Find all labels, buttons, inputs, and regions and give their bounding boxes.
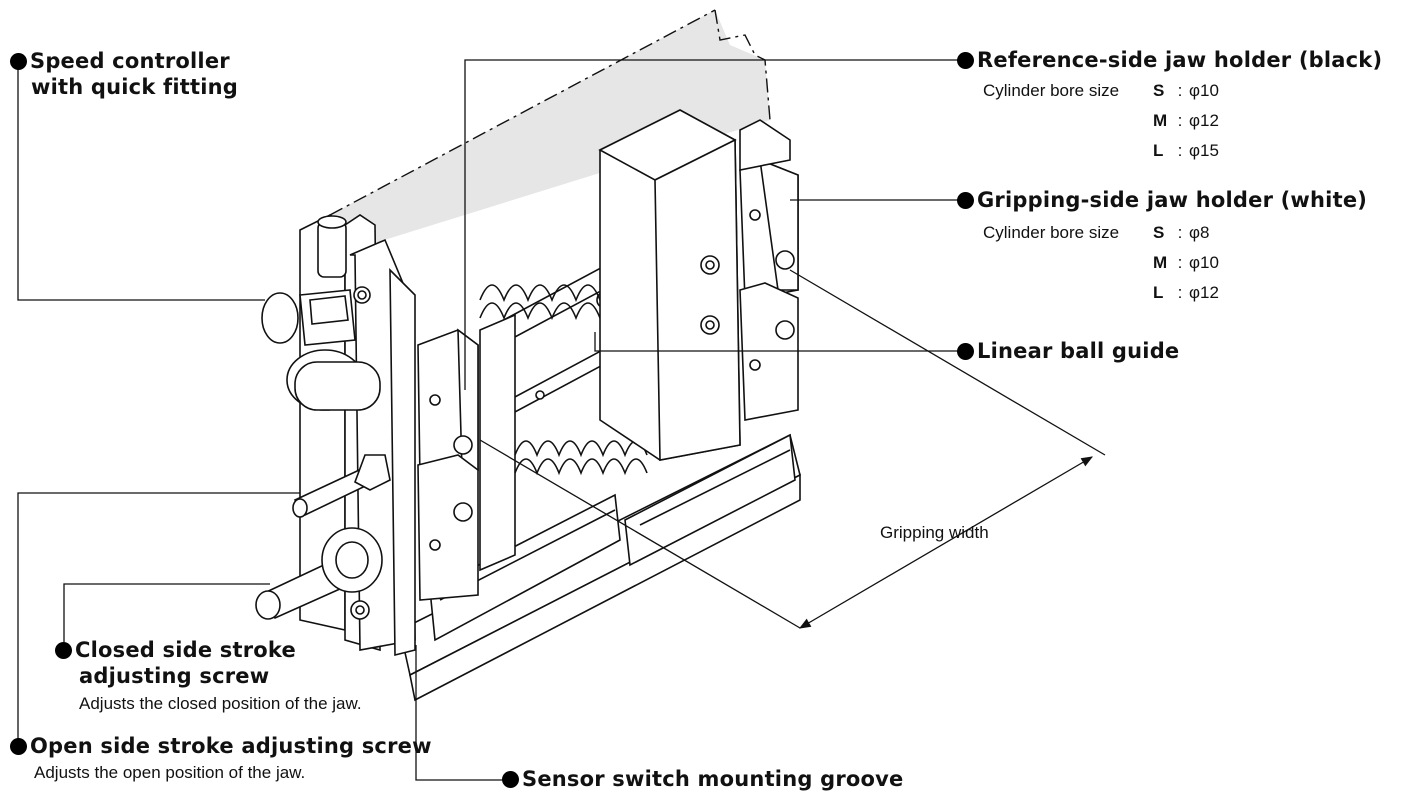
callout-sensor-groove: Sensor switch mounting groove [502,766,903,792]
bullet-icon [957,52,974,69]
bullet-icon [957,343,974,360]
gripping-jaw-title: Gripping-side jaw holder (white) [977,188,1368,212]
callout-gripping-jaw: Gripping-side jaw holder (white) [957,187,1367,213]
speed-controller-line1: Speed controller [30,49,230,73]
linear-ball-guide-title: Linear ball guide [977,339,1180,363]
bullet-icon [957,192,974,209]
closed-side-screw-line1: Closed side stroke [75,638,296,662]
gripping-jaw [598,109,799,461]
sensor-groove-title: Sensor switch mounting groove [522,767,904,791]
speed-controller [261,215,381,411]
callout-linear-ball-guide: Linear ball guide [957,338,1179,364]
reference-size-s: S:φ10 [1153,81,1219,100]
leader-lines [17,59,963,781]
callout-closed-side-screw: Closed side stroke adjusting screw Adjus… [55,637,362,715]
gripping-width-label: Gripping width [880,523,989,542]
reference-size-l: L:φ15 [1153,141,1219,160]
open-side-screw-note: Adjusts the open position of the jaw. [34,763,306,782]
gripping-size-s: S:φ8 [1153,223,1210,242]
reference-size-m: M:φ12 [1153,111,1219,130]
reference-bore-label: Cylinder bore size [983,81,1120,100]
workpiece-outline [320,9,771,260]
closed-side-screw-line2: adjusting screw [79,664,270,688]
callout-reference-jaw: Reference-side jaw holder (black) [957,47,1382,73]
bullet-icon [502,771,519,788]
gripping-bore-label: Cylinder bore size [983,223,1120,242]
bullet-icon [10,53,27,70]
gripping-size-m: M:φ10 [1153,253,1219,272]
speed-controller-line2: with quick fitting [31,75,238,99]
bullet-icon [10,738,27,755]
stroke-adjusting-screws [255,454,391,620]
body-base [399,433,801,702]
open-side-screw-title: Open side stroke adjusting screw [30,734,432,758]
reference-jaw [417,328,479,601]
callout-open-side-screw: Open side stroke adjusting screw Adjusts… [10,733,432,784]
closed-side-screw-note: Adjusts the closed position of the jaw. [79,694,362,713]
gripping-size-l: L:φ12 [1153,283,1219,302]
callout-speed-controller: Speed controller with quick fitting [10,48,238,100]
gripping-width-dimension [479,269,1106,629]
bullet-icon [55,642,72,659]
reference-jaw-title: Reference-side jaw holder (black) [977,48,1383,72]
